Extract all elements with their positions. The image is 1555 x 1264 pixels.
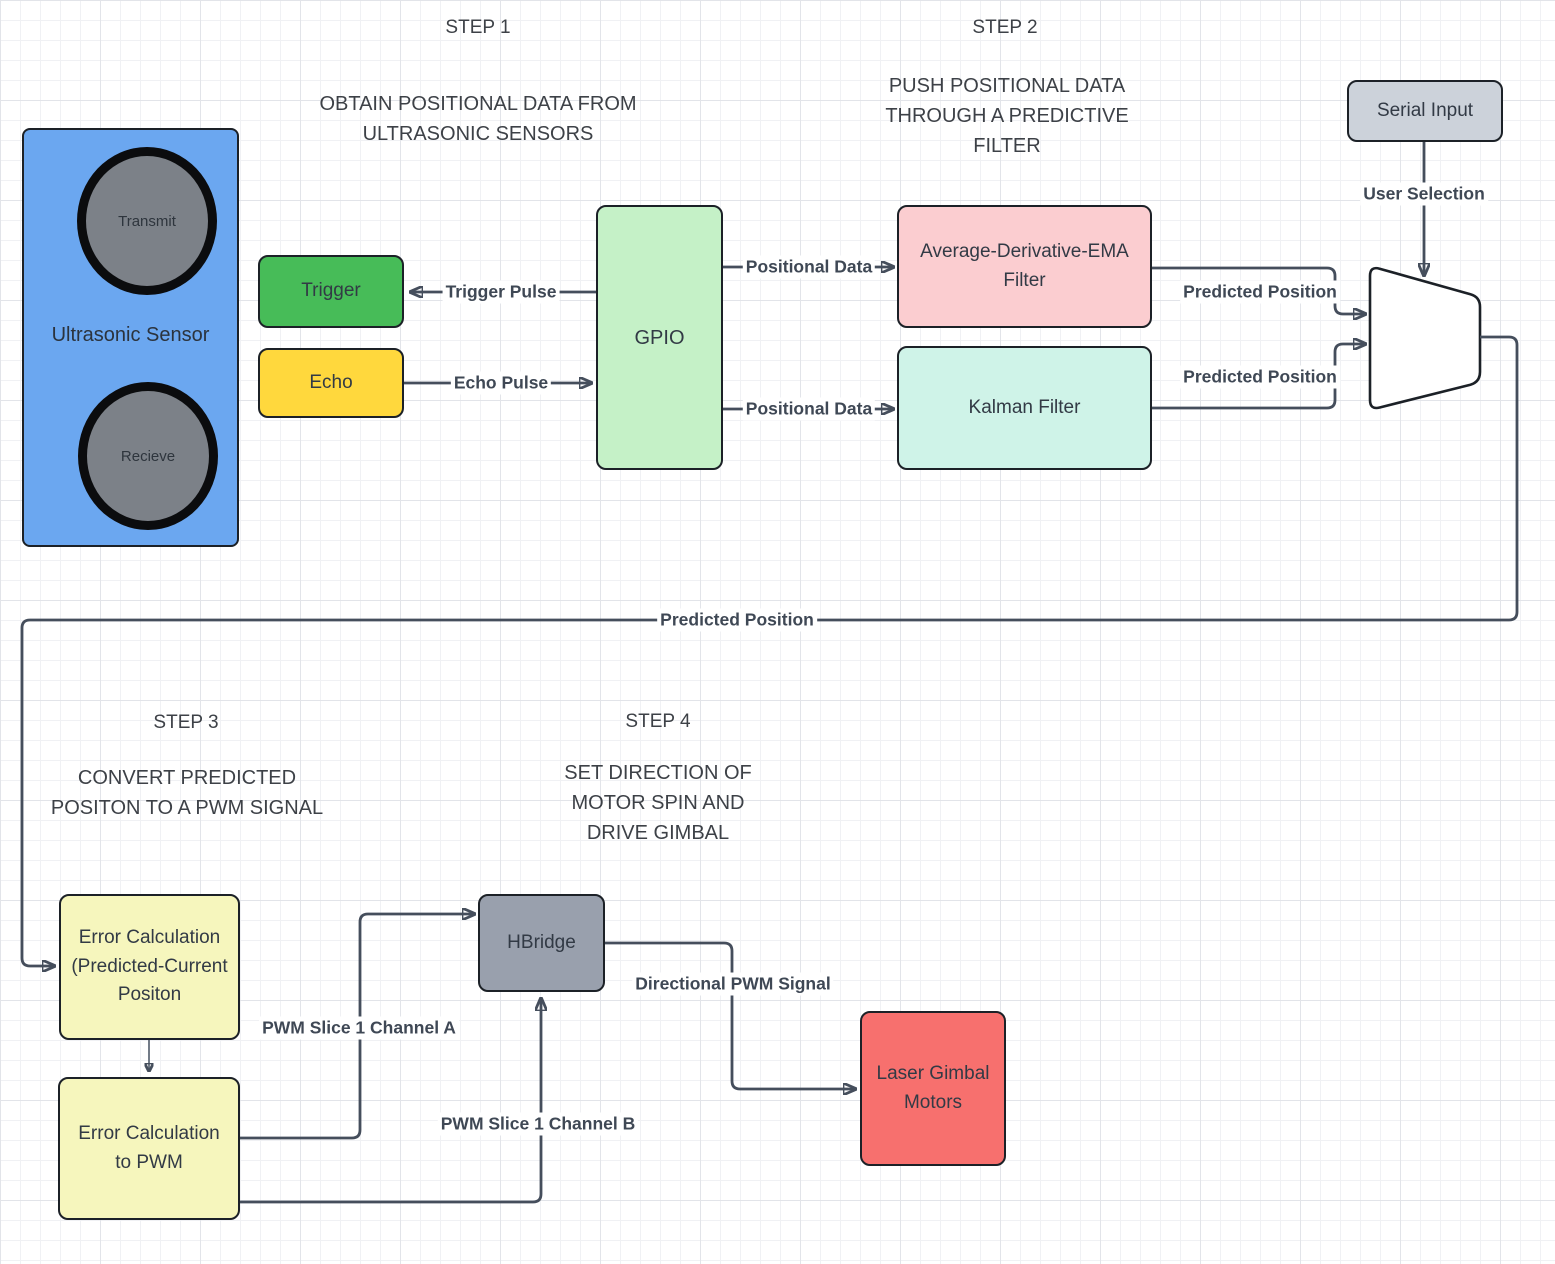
- step2-subtitle: PUSH POSITIONAL DATA THROUGH A PREDICTIV…: [885, 75, 1129, 157]
- echo-pulse-label: Echo Pulse: [450, 371, 552, 395]
- step4-title: STEP 4: [625, 710, 691, 732]
- predicted-position-long-label: Predicted Position: [657, 608, 817, 632]
- receive-circle: Recieve: [78, 382, 218, 530]
- step2-title: STEP 2: [972, 16, 1038, 38]
- echo-node: Echo: [258, 348, 404, 418]
- edge-predicted-position-long: [20, 335, 1519, 966]
- kalman-filter-node: Kalman Filter: [897, 346, 1152, 470]
- transmit-label: Transmit: [118, 212, 176, 230]
- positional-data-top-label: Positional Data: [742, 255, 876, 279]
- trigger-pulse-label: Trigger Pulse: [442, 280, 560, 304]
- mux-selector-shape: [1368, 266, 1482, 410]
- positional-data-bottom-label: Positional Data: [742, 397, 876, 421]
- step4-subtitle: SET DIRECTION OF MOTOR SPIN AND DRIVE GI…: [564, 762, 752, 844]
- ade-filter-node: Average-Derivative-EMA Filter: [897, 205, 1152, 328]
- directional-pwm-label: Directional PWM Signal: [632, 972, 834, 996]
- edge-pwm-slice-b: [240, 998, 541, 1204]
- transmit-circle: Transmit: [77, 147, 217, 295]
- pwm-slice-b-label: PWM Slice 1 Channel B: [437, 1112, 639, 1136]
- user-selection-label: User Selection: [1360, 182, 1488, 206]
- step3-subtitle: CONVERT PREDICTED POSITON TO A PWM SIGNA…: [50, 767, 324, 819]
- error-calc-predicted-current-node: Error Calculation (Predicted-Current Pos…: [59, 894, 240, 1040]
- serial-input-node: Serial Input: [1347, 80, 1503, 142]
- pwm-slice-a-label: PWM Slice 1 Channel A: [259, 1016, 459, 1040]
- receive-label: Recieve: [120, 447, 176, 465]
- hbridge-node: HBridge: [478, 894, 605, 992]
- laser-gimbal-motors-node: Laser Gimbal Motors: [860, 1011, 1006, 1166]
- edge-directional-pwm: [605, 941, 856, 1089]
- step3-title: STEP 3: [153, 711, 219, 733]
- predicted-position-bottom-label: Predicted Position: [1180, 365, 1340, 389]
- predicted-position-top-label: Predicted Position: [1180, 280, 1340, 304]
- error-calc-to-pwm-node: Error Calculation to PWM: [58, 1077, 240, 1220]
- trigger-node: Trigger: [258, 255, 404, 328]
- ultrasonic-sensor-label: Ultrasonic Sensor: [51, 324, 210, 346]
- step1-subtitle: OBTAIN POSITIONAL DATA FROM ULTRASONIC S…: [319, 93, 637, 145]
- step1-title: STEP 1: [445, 16, 511, 38]
- gpio-node: GPIO: [596, 205, 723, 470]
